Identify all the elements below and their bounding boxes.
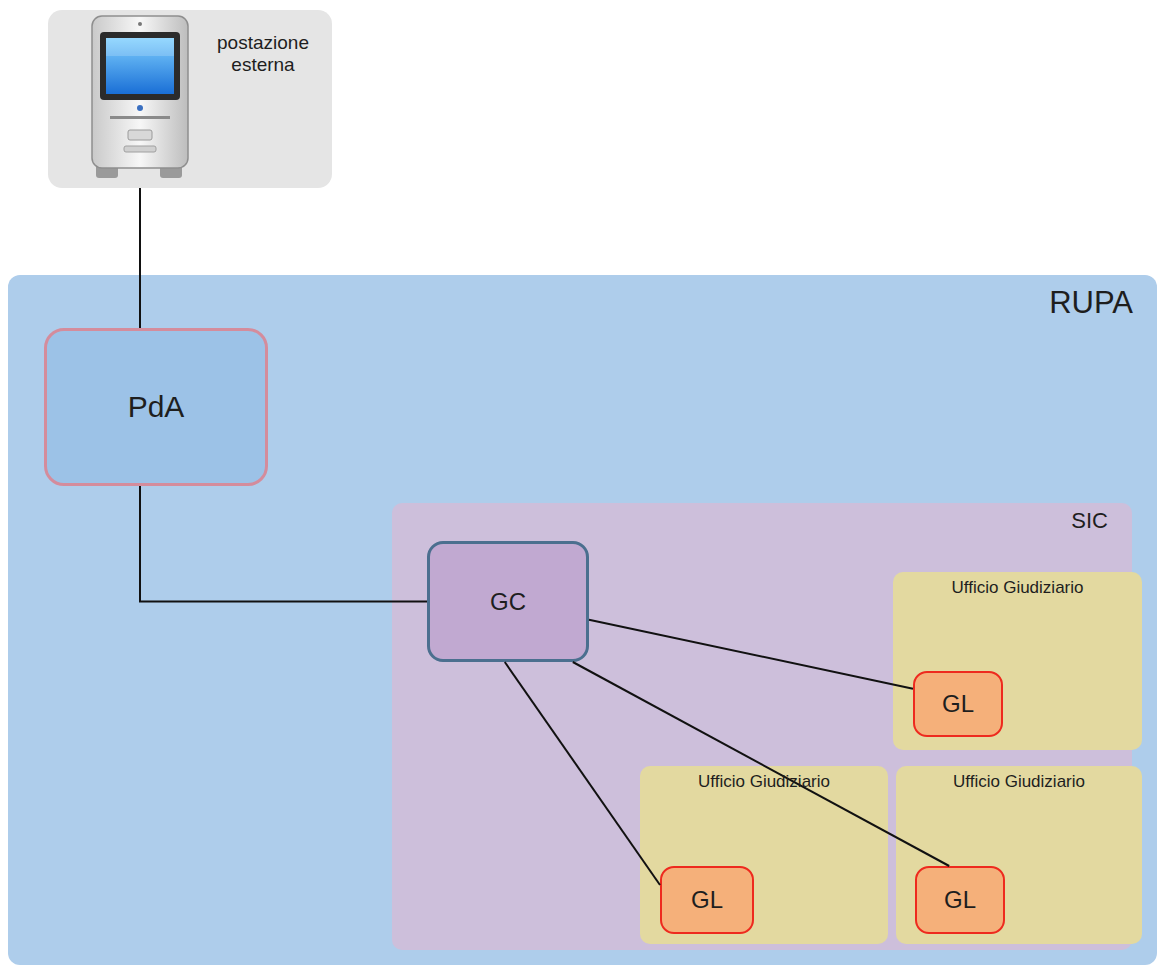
local-manager-box: GL: [660, 866, 754, 934]
region-label: SIC: [1071, 508, 1108, 533]
box-label: GC: [490, 588, 526, 616]
local-manager-box: GL: [915, 866, 1005, 934]
office-region: GL Ufficio Giudiziario: [893, 572, 1142, 750]
connector-line: [589, 620, 913, 689]
connector-line: [573, 662, 949, 866]
region-label: Ufficio Giudiziario: [896, 772, 1142, 792]
system-region: GCGLUfficio GiudiziarioGLUfficio Giudizi…: [392, 503, 1132, 950]
local-manager-box: GL: [913, 671, 1003, 737]
box-label: GL: [944, 886, 976, 914]
network-region: PdAGCGLUfficio GiudiziarioGLUfficio Giud…: [8, 275, 1157, 965]
central-manager-box: GC: [427, 541, 589, 662]
connector-line: [140, 486, 427, 602]
connector-line: [139, 188, 141, 328]
access-point-box: PdA: [44, 328, 268, 486]
connector-line: [505, 662, 660, 885]
region-label: postazione esterna: [202, 32, 324, 76]
box-label: PdA: [128, 390, 185, 425]
region-label: RUPA: [1049, 285, 1133, 321]
box-label: GL: [691, 886, 723, 914]
region-label: Ufficio Giudiziario: [640, 772, 888, 792]
office-region: GL Ufficio Giudiziario: [640, 766, 888, 944]
office-region: GL Ufficio Giudiziario: [896, 766, 1142, 944]
box-label: GL: [942, 690, 974, 718]
external-workstation: postazione esterna: [48, 10, 332, 188]
region-label: Ufficio Giudiziario: [893, 578, 1142, 598]
